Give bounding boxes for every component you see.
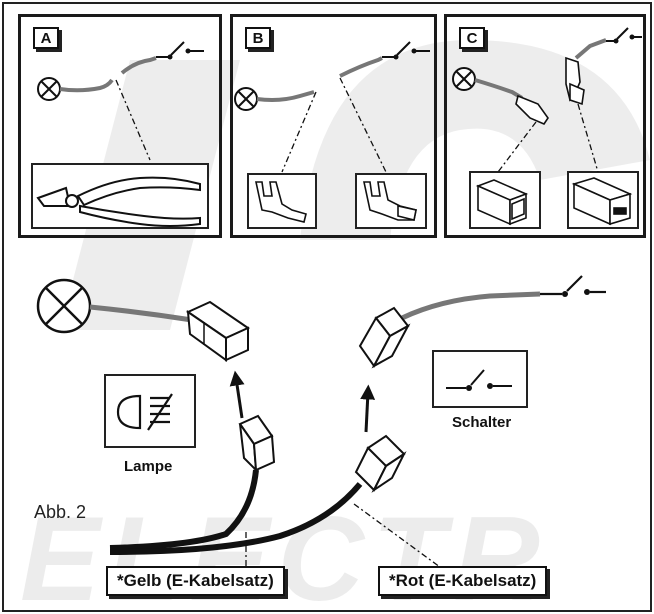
panel-a-wire-left: [59, 78, 114, 93]
panel-c-connector-right: [565, 56, 585, 106]
lamp-label: Lampe: [124, 458, 173, 475]
panel-label-a: A: [33, 27, 59, 49]
yellow-wire-tag: *Gelb (E-Kabelsatz): [106, 566, 285, 596]
panel-c-leader-right: [577, 103, 599, 173]
panel-label-c: C: [459, 27, 485, 49]
fog-lamp-symbol-icon: [116, 393, 173, 431]
panel-label-b: B: [245, 27, 271, 49]
lamp-side-connector: [185, 300, 251, 362]
panel-c-wire-right: [574, 38, 607, 60]
red-harness-connector: [354, 434, 407, 493]
panel-c-wire-left: [474, 78, 524, 100]
male-terminal-icon: [255, 181, 307, 223]
lamp-wire: [89, 304, 193, 323]
panel-b-switch-icon: [382, 41, 430, 60]
main-switch-icon: [540, 275, 606, 297]
figure-label: Abb. 2: [34, 502, 87, 522]
panel-c-leader-left: [497, 121, 537, 173]
panel-a-lamp-icon: [37, 77, 61, 101]
yellow-harness-wire: [109, 469, 259, 551]
red-harness-wire: [109, 482, 363, 555]
switch-label: Schalter: [452, 414, 512, 431]
lamp-symbol-box: [104, 374, 196, 448]
lamp-connect-arrow: [229, 370, 245, 419]
female-housing-icon: [571, 177, 633, 226]
switch-connect-arrow: [360, 384, 376, 433]
switch-symbol-box: [432, 350, 528, 408]
switch-wire: [400, 291, 541, 321]
panel-b-wire-right: [339, 56, 383, 78]
female-terminal-icon: [363, 181, 417, 221]
panel-a-leader: [115, 79, 151, 161]
switch-symbol-icon: [446, 369, 512, 391]
male-housing-icon: [475, 179, 529, 226]
red-wire-tag: *Rot (E-Kabelsatz): [378, 566, 548, 596]
yellow-harness-connector: [238, 414, 276, 473]
panel-a-wire-right: [120, 56, 157, 75]
pliers-icon: [36, 176, 201, 227]
main-lamp-icon: [36, 278, 92, 334]
panel-b-wire-left: [256, 90, 315, 102]
switch-side-connector: [358, 306, 411, 369]
panel-c-switch-icon: [606, 27, 642, 44]
panel-b-leader-left: [281, 91, 317, 173]
panel-b-lamp-icon: [234, 87, 258, 111]
red-tag-leader: [353, 503, 445, 571]
panel-b-leader-right: [339, 77, 387, 173]
panel-a-switch-icon: [156, 41, 204, 60]
panel-c-lamp-icon: [452, 67, 476, 91]
panel-c-connector-left: [515, 94, 549, 125]
